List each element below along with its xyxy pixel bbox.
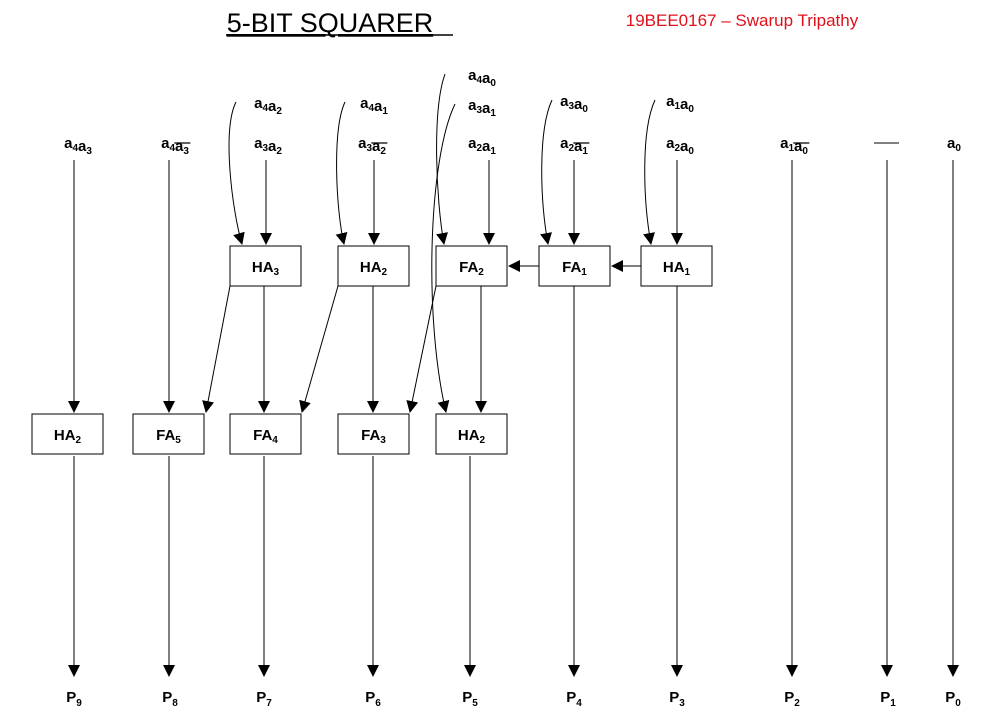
wire-a4a1-ha2 xyxy=(335,101,348,245)
block-label-fa5: FA5 xyxy=(156,427,181,446)
input-term-a1a0b: a1a0 xyxy=(780,135,808,157)
input-term-a0: a0 xyxy=(947,135,961,154)
wire-a4a0-fa2 xyxy=(436,73,448,245)
input-term-a4a1: a4a1 xyxy=(360,95,388,117)
output-p1: P1 xyxy=(880,689,896,709)
output-p7: P7 xyxy=(256,689,272,709)
block-label-fa4: FA4 xyxy=(253,427,278,446)
output-p6: P6 xyxy=(365,689,381,709)
input-term-a4a0: a4a0 xyxy=(468,67,496,89)
wire-ha2-fa4 xyxy=(299,285,339,413)
input-term-a3a0: a3a0 xyxy=(560,93,588,115)
input-term-a3a2b: a3a2 xyxy=(358,135,386,157)
block-label-fa3: FA3 xyxy=(361,427,386,446)
block-fa1: FA1 xyxy=(538,245,611,287)
wire-fa2-fa3 xyxy=(406,285,437,413)
block-label-ha3-top: HA3 xyxy=(252,259,280,278)
output-p4: P4 xyxy=(566,689,582,709)
block-ha2-a: HA2 xyxy=(31,413,104,455)
block-ha2-b: HA2 xyxy=(435,413,508,455)
output-bits: P9 P8 P7 P6 P5 P4 P3 P2 P1 P0 xyxy=(66,689,961,709)
block-label-fa2: FA2 xyxy=(459,259,484,278)
input-term-a4a2: a4a2 xyxy=(254,95,282,117)
wire-a3a0-fa1 xyxy=(540,99,553,245)
input-term-a4a3b: a4a3 xyxy=(161,135,189,157)
block-label-ha1: HA1 xyxy=(663,259,691,278)
input-term-a1a0: a1a0 xyxy=(666,93,694,115)
block-label-ha2-a: HA2 xyxy=(54,427,82,446)
input-term-a3a1: a3a1 xyxy=(468,97,496,119)
block-ha3-top: HA3 xyxy=(229,245,302,287)
wire-a3a1-ha2b xyxy=(431,103,456,413)
output-p9: P9 xyxy=(66,689,82,709)
wire-a4a2-ha3 xyxy=(228,101,245,245)
block-label-fa1: FA1 xyxy=(562,259,587,278)
output-p8: P8 xyxy=(162,689,178,709)
output-p5: P5 xyxy=(462,689,478,709)
output-p0: P0 xyxy=(945,689,961,709)
block-fa3: FA3 xyxy=(337,413,410,455)
page-title: 5-BIT SQUARER xyxy=(227,8,434,38)
wire-a1a0-ha1 xyxy=(643,99,656,245)
author-label: 19BEE0167 – Swarup Tripathy xyxy=(626,11,859,30)
input-term-a4a3: a4a3 xyxy=(64,135,92,157)
block-fa4: FA4 xyxy=(229,413,302,455)
block-fa2: FA2 xyxy=(435,245,508,287)
output-p2: P2 xyxy=(784,689,800,709)
output-p3: P3 xyxy=(669,689,685,709)
block-label-ha2-b: HA2 xyxy=(458,427,486,446)
input-term-a2a0: a2a0 xyxy=(666,135,694,157)
block-label-ha2-top: HA2 xyxy=(360,259,388,278)
block-ha1: HA1 xyxy=(640,245,713,287)
input-terms: a4a3 a4a3 a4a2 a3a2 a4a1 a3a2 a4a0 a3a1 a2a1 a3a0… xyxy=(64,67,961,157)
input-term-a2a1: a2a1 xyxy=(468,135,496,157)
wires xyxy=(68,73,959,677)
input-term-a2a1b: a2a1 xyxy=(560,135,588,157)
input-term-a3a2: a3a2 xyxy=(254,135,282,157)
block-ha2-top: HA2 xyxy=(337,245,410,287)
block-fa5: FA5 xyxy=(132,413,205,455)
wire-ha3-fa5 xyxy=(202,285,231,413)
